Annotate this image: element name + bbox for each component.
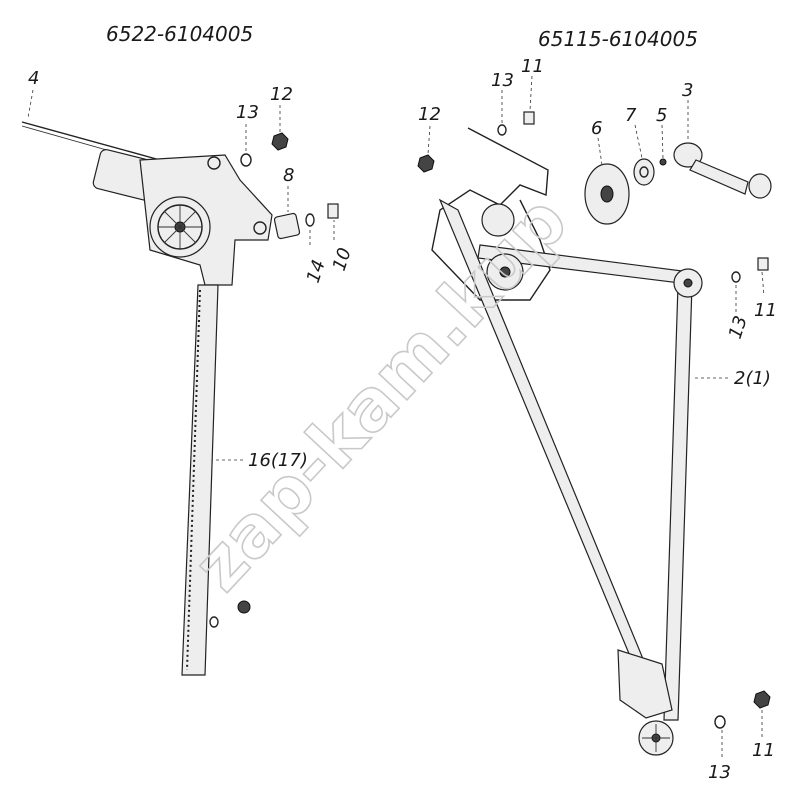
washer-part-14 [305,213,315,227]
callout-5: 5 [656,105,667,126]
nut-part-12-right [417,154,435,173]
callout-11-right-mid: 11 [754,300,777,321]
callout-13-left: 13 [236,102,259,123]
left-assembly-part-number: 6522-6104005 [106,22,253,46]
callout-13-right-top: 13 [491,70,514,91]
mechanism-drum [481,203,524,291]
bolt-part-11-right-top [523,111,535,125]
upper-bracket-plate [431,127,551,301]
callout-13-right-mid: 13 [725,313,752,341]
bolt-part-10 [327,203,339,219]
lower-pulley [638,720,674,756]
callout-12-right: 12 [418,104,441,125]
glass-carriage [617,649,673,719]
washer-part-13-left [240,153,252,167]
motor-shaft-part-4 [21,121,161,161]
rack-washer [209,616,219,628]
callout-11-right-bottom: 11 [752,740,775,761]
callout-7: 7 [625,105,637,126]
left-regulator-assembly [21,121,339,676]
callout-14: 14 [303,257,330,285]
washer-part-13-right-bottom [714,715,726,729]
callout-10: 10 [329,245,356,273]
washer-part-13-right-mid [731,271,741,283]
callout-16-17: 16(17) [248,450,308,471]
window-crank-handle-part-3 [673,142,772,199]
washer-part-13-right-top [497,124,507,136]
leader-lines [27,75,765,758]
plate-part-8 [273,212,301,240]
callout-13-right-bottom: 13 [708,762,731,783]
drive-disc-part-6 [584,163,630,225]
rear-guide-rail [663,284,693,721]
callout-8: 8 [283,165,294,186]
bolt-part-11-right-bottom [753,690,771,709]
toothed-rack-part-16 [181,284,219,676]
callout-11-right-top: 11 [521,56,544,77]
callout-6: 6 [591,118,602,139]
callout-12-left: 12 [270,84,293,105]
right-assembly-part-number: 65115-6104005 [538,27,698,51]
right-regulator-assembly [417,111,772,756]
bolt-part-11-right-mid [757,257,769,271]
pin-part-5 [659,158,667,166]
upper-pulley [673,268,703,298]
callout-2-1: 2(1) [734,368,771,389]
spacer-part-7 [633,158,655,186]
callout-3: 3 [682,80,693,101]
gear-wheel [149,196,211,258]
rack-nut [237,600,251,614]
callout-4: 4 [28,68,39,89]
nut-part-12-left [271,132,289,151]
